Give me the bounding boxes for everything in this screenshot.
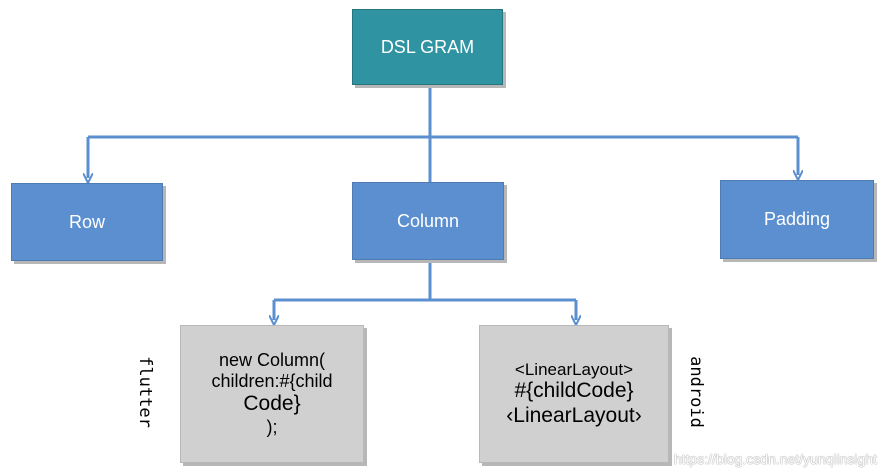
flutter-code-line-2: children:#{child <box>211 371 333 392</box>
column-label: Column <box>396 210 460 231</box>
android-side-label: android <box>686 356 706 428</box>
padding-node: Padding <box>720 180 874 259</box>
android-code-node: <LinearLayout> #{childCode} ‹LinearLayou… <box>479 325 669 463</box>
dsl-gram-label: DSL GRAM <box>380 36 475 57</box>
android-code-line-1: <LinearLayout> <box>514 359 634 379</box>
android-code-line-3: ‹LinearLayout› <box>506 403 642 427</box>
watermark: https://blog.csdn.net/yunqiinsight <box>673 451 877 467</box>
flutter-code-line-1: new Column( <box>218 350 326 371</box>
row-label: Row <box>68 211 105 232</box>
flutter-side-label: flutter <box>135 356 155 428</box>
dsl-gram-node: DSL GRAM <box>352 9 503 85</box>
column-node: Column <box>352 182 504 260</box>
row-node: Row <box>11 183 163 261</box>
padding-label: Padding <box>763 209 831 229</box>
flutter-code-line-3: Code} <box>243 392 301 416</box>
android-code-line-2: #{childCode} <box>514 379 634 403</box>
flutter-code-node: new Column( children:#{child Code} ); <box>180 325 364 463</box>
flutter-code-line-4: ); <box>266 416 278 437</box>
